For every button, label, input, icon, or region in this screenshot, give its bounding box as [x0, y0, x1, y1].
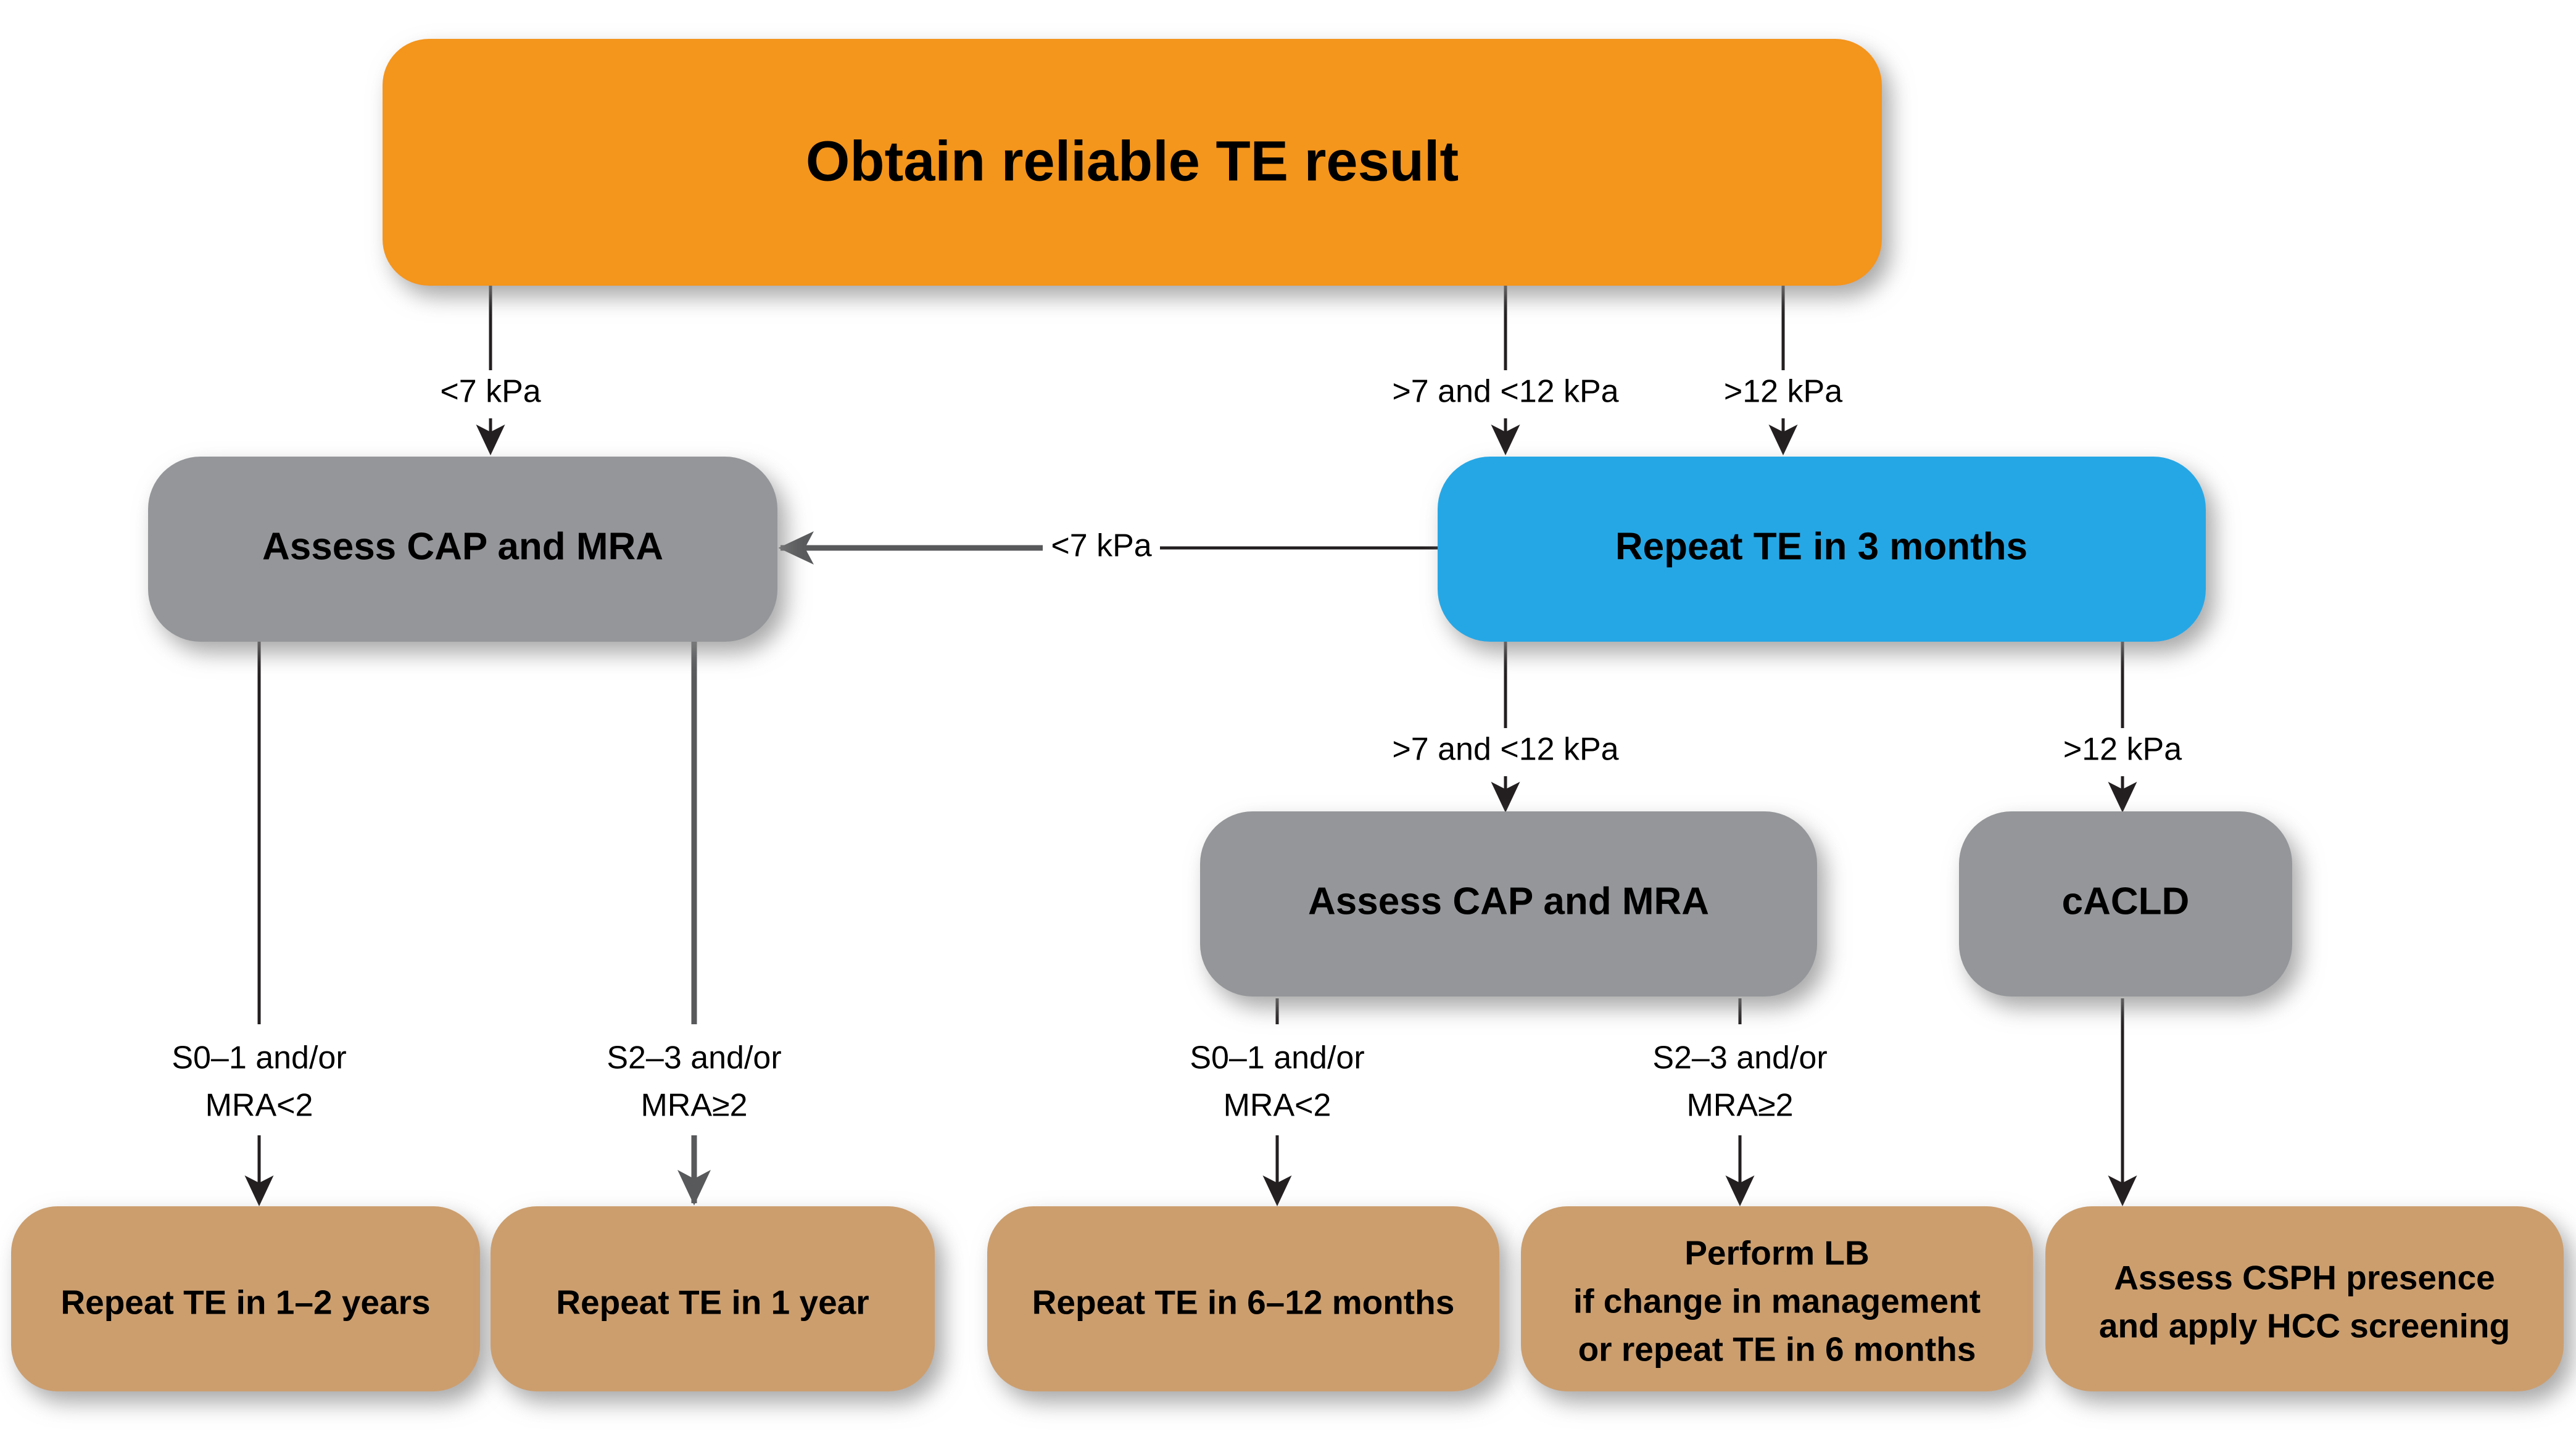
edge-s01-b: S0–1 and/or MRA<2	[1190, 998, 1365, 1206]
edge-label-s23-b-line2: MRA≥2	[1686, 1088, 1793, 1124]
edge-gt7lt12-top: >7 and <12 kPa	[1392, 284, 1619, 455]
edge-s01-a: S0–1 and/or MRA<2	[172, 640, 347, 1206]
node-shape[interactable]	[383, 39, 1882, 286]
node-label-repeat-te-1-2-years: Repeat TE in 1–2 years	[60, 1283, 430, 1322]
edge-lt7-top: <7 kPa	[440, 284, 541, 455]
edge-gt12-mid: >12 kPa	[2063, 642, 2182, 813]
node-repeat-te-1-2-years[interactable]: Repeat TE in 1–2 years	[11, 1206, 480, 1391]
node-shape[interactable]	[1200, 811, 1817, 996]
node-shape[interactable]	[987, 1206, 1499, 1391]
edge-gt12-top: >12 kPa	[1724, 284, 1842, 455]
edge-label-s01-a-line1: S0–1 and/or	[172, 1040, 346, 1076]
node-shape[interactable]	[1438, 457, 2206, 642]
node-label-cacld: cACLD	[2062, 880, 2190, 922]
node-shape[interactable]	[148, 457, 777, 642]
node-perform-lb[interactable]: Perform LB if change in management or re…	[1521, 1206, 2033, 1391]
node-label-perform-lb-line2: if change in management	[1573, 1282, 1981, 1320]
node-label-assess-csph-line2: and apply HCC screening	[2099, 1307, 2510, 1345]
edge-s23-a: S2–3 and/or MRA≥2	[607, 640, 782, 1206]
node-repeat-te-1-year[interactable]: Repeat TE in 1 year	[491, 1206, 935, 1391]
node-label-repeat-te-1-year: Repeat TE in 1 year	[556, 1283, 869, 1322]
node-cacld[interactable]: cACLD	[1959, 811, 2292, 996]
node-assess-cap-mra-mid[interactable]: Assess CAP and MRA	[1200, 811, 1817, 996]
node-repeat-te-3-months[interactable]: Repeat TE in 3 months	[1438, 457, 2206, 642]
node-label-repeat-te-3-months: Repeat TE in 3 months	[1615, 525, 2027, 568]
node-assess-cap-mra-left[interactable]: Assess CAP and MRA	[148, 457, 777, 642]
node-obtain-te-result[interactable]: Obtain reliable TE result	[383, 39, 1882, 286]
edge-label-s23-a-line1: S2–3 and/or	[607, 1040, 781, 1076]
node-label-repeat-te-6-12-months: Repeat TE in 6–12 months	[1032, 1283, 1455, 1322]
edge-label-s01-a-line2: MRA<2	[205, 1088, 313, 1124]
edge-label-gt12-top: >12 kPa	[1724, 374, 1842, 410]
node-assess-csph[interactable]: Assess CSPH presence and apply HCC scree…	[2045, 1206, 2564, 1391]
edge-label-s23-b-line1: S2–3 and/or	[1652, 1040, 1827, 1076]
node-label-perform-lb-line3: or repeat TE in 6 months	[1578, 1330, 1976, 1369]
node-label-assess-cap-mra-left: Assess CAP and MRA	[262, 525, 663, 568]
node-label-assess-cap-mra-mid: Assess CAP and MRA	[1308, 880, 1709, 922]
node-label-assess-csph-line1: Assess CSPH presence	[2114, 1259, 2495, 1297]
edge-gt7lt12-mid: >7 and <12 kPa	[1392, 642, 1619, 813]
node-shape[interactable]	[11, 1206, 480, 1391]
edge-label-s01-b-line2: MRA<2	[1224, 1088, 1331, 1124]
edge-label-gt7lt12-top: >7 and <12 kPa	[1392, 374, 1618, 410]
node-repeat-te-6-12-months[interactable]: Repeat TE in 6–12 months	[987, 1206, 1499, 1391]
node-shape[interactable]	[1959, 811, 2292, 996]
node-shape[interactable]	[1521, 1206, 2033, 1391]
edge-lt7-feedback: <7 kPa	[778, 528, 1438, 565]
edge-label-lt7-top: <7 kPa	[440, 374, 540, 410]
node-label-perform-lb-line1: Perform LB	[1684, 1234, 1870, 1272]
edge-s23-b: S2–3 and/or MRA≥2	[1652, 998, 1828, 1206]
node-shape[interactable]	[491, 1206, 935, 1391]
edge-label-s01-b-line1: S0–1 and/or	[1190, 1040, 1364, 1076]
node-shape[interactable]	[2045, 1206, 2564, 1391]
node-label-obtain-te-result: Obtain reliable TE result	[806, 130, 1459, 193]
edge-label-gt7lt12-mid: >7 and <12 kPa	[1392, 732, 1618, 768]
edge-label-gt12-mid: >12 kPa	[2063, 732, 2182, 768]
edge-label-lt7-feedback: <7 kPa	[1051, 528, 1151, 564]
edge-label-s23-a-line2: MRA≥2	[640, 1088, 747, 1124]
